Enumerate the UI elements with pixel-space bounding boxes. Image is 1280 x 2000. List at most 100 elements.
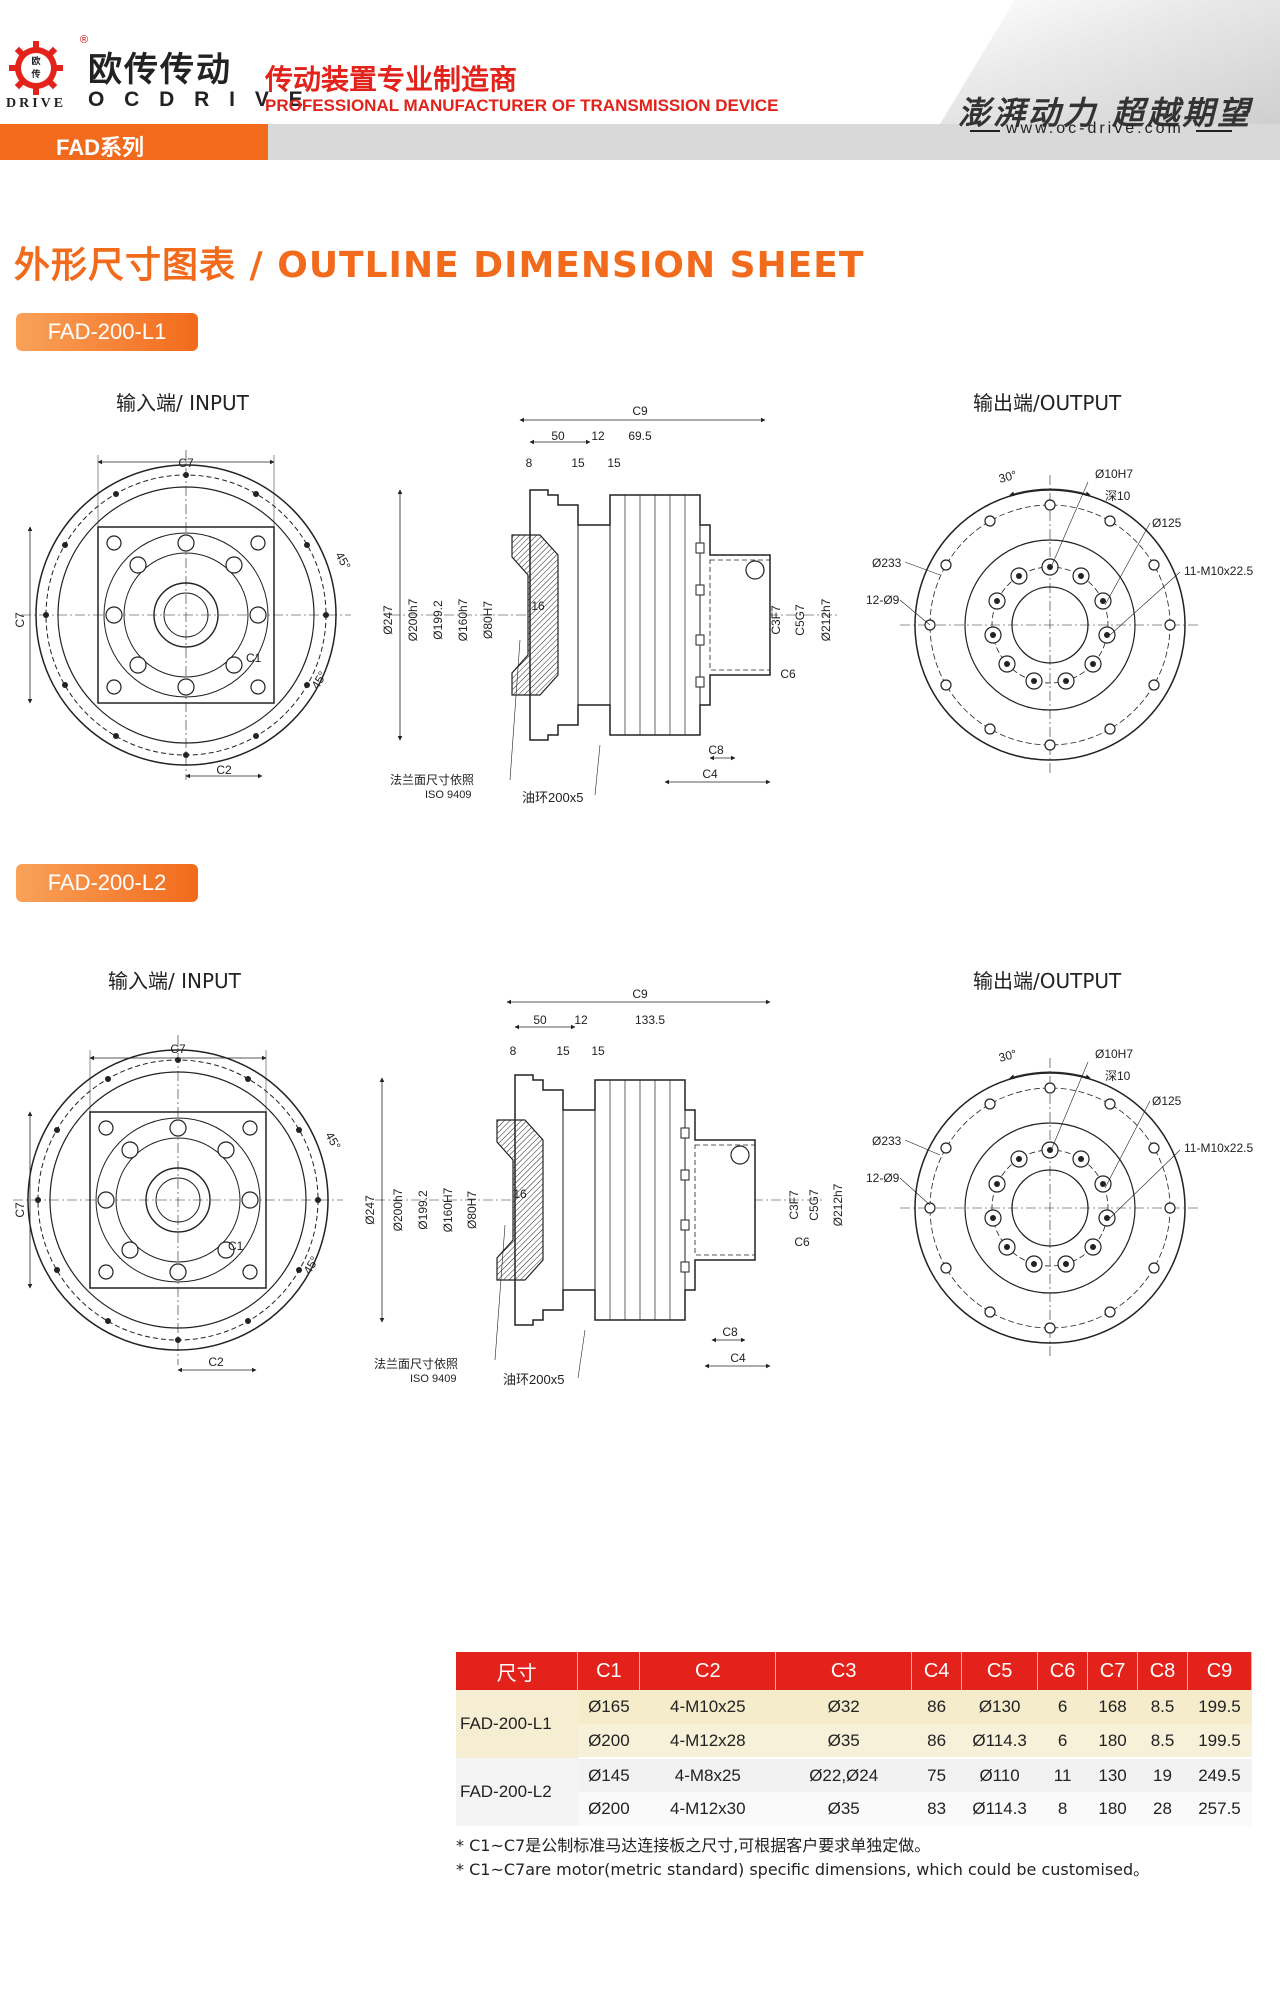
dim-247: Ø247 xyxy=(363,1195,377,1225)
angle-45-b: 45° xyxy=(300,1254,321,1277)
dim-c1: C1 xyxy=(246,651,262,665)
table-header-cell: C3 xyxy=(775,1652,913,1690)
dim-15-b: 15 xyxy=(607,456,621,470)
dim-c8: C8 xyxy=(708,743,724,757)
out-d125: Ø125 xyxy=(1152,1094,1182,1108)
out-d10: Ø10H7 xyxy=(1095,467,1133,481)
table-cell: Ø35 xyxy=(775,1724,912,1759)
angle-45-b: 45° xyxy=(308,669,329,692)
input-drawing-l2: C7 C7 C2 C1 45° 45° xyxy=(12,1034,344,1373)
dim-c6: C6 xyxy=(794,1235,810,1249)
table-header-cell: C5 xyxy=(961,1652,1039,1690)
table-cell: 4-M10x25 xyxy=(639,1690,776,1724)
table-cell: 4-M8x25 xyxy=(639,1758,776,1792)
registered-icon: ® xyxy=(80,34,89,46)
logo-glyph-1: 欧 xyxy=(31,55,40,66)
table-header-cell: C1 xyxy=(577,1652,641,1690)
website: www.oc-drive.com xyxy=(1006,120,1184,137)
table-row: Ø200 4-M12x28 Ø35 86 Ø114.3 6 180 8.5 19… xyxy=(456,1724,1252,1759)
table-cell: 180 xyxy=(1087,1792,1138,1826)
dim-c4: C4 xyxy=(702,767,718,781)
dim-80: Ø80H7 xyxy=(481,601,495,639)
dim-c2: C2 xyxy=(208,1355,224,1369)
output-drawing-l2: 30° Ø10H7 深10 Ø125 Ø233 11-M10x22.5 12-Ø… xyxy=(866,1047,1253,1358)
dim-16: 16 xyxy=(531,599,545,613)
brand-drive: DRIVE xyxy=(6,96,67,111)
tagline-cn: 传动装置专业制造商 xyxy=(265,63,518,96)
input-label-l2: 输入端/ INPUT xyxy=(108,969,241,993)
out-depth: 深10 xyxy=(1105,1069,1131,1083)
dim-c2: C2 xyxy=(216,763,232,777)
table-cell: 8.5 xyxy=(1137,1690,1188,1724)
model-pill-l2: FAD-200-L2 xyxy=(16,864,198,902)
table-cell: Ø32 xyxy=(775,1690,912,1724)
website-rule-left xyxy=(970,130,1000,132)
flange-note: 法兰面尺寸依照 xyxy=(374,1356,458,1371)
dimension-table: 尺寸 C1 C2 C3 C4 C5 C6 C7 C8 C9 FAD-200-L1… xyxy=(456,1652,1252,1826)
out-m10: 11-M10x22.5 xyxy=(1184,564,1253,578)
oil-ring-note: 油环200x5 xyxy=(522,790,583,805)
table-cell: 11 xyxy=(1037,1758,1088,1792)
table-cell: 75 xyxy=(911,1758,962,1792)
technical-drawings: C7 C7 C2 C1 45° 45° C9 50 12 69.5 8 15 1… xyxy=(12,404,1253,1387)
table-cell: 83 xyxy=(911,1792,962,1826)
table-cell: 4-M12x28 xyxy=(639,1724,776,1759)
table-cell: 257.5 xyxy=(1187,1792,1252,1826)
out-d125: Ø125 xyxy=(1152,516,1182,530)
sheet-title: 外形尺寸图表 / OUTLINE DIMENSION SHEET xyxy=(14,245,865,286)
out-d233: Ø233 xyxy=(872,1134,902,1148)
table-cell: 4-M12x30 xyxy=(639,1792,776,1826)
table-header-cell: C9 xyxy=(1187,1652,1252,1690)
note-cn: * C1~C7是公制标准马达连接板之尺寸,可根据客户要求单独定做。 xyxy=(456,1836,931,1855)
page-header: FAD系列 欧 传 ® 欧传传动 O C D R I V E DRIVE 传动装… xyxy=(0,0,1280,160)
dim-c7-h: C7 xyxy=(170,1042,186,1056)
output-label-l2: 输出端/OUTPUT xyxy=(973,969,1122,993)
dim-199-2: Ø199.2 xyxy=(416,1190,430,1230)
iso-note: ISO 9409 xyxy=(410,1373,456,1385)
dim-c9: C9 xyxy=(632,404,648,418)
dim-212: Ø212h7 xyxy=(831,1183,845,1226)
table-cell: Ø200 xyxy=(577,1792,640,1826)
dim-247: Ø247 xyxy=(381,605,395,635)
table-cell: Ø145 xyxy=(577,1758,640,1792)
dim-160: Ø160h7 xyxy=(456,598,470,641)
table-cell: 86 xyxy=(911,1724,962,1759)
dim-15-a: 15 xyxy=(571,456,585,470)
tagline-en: PROFESSIONAL MANUFACTURER OF TRANSMISSIO… xyxy=(265,96,779,115)
table-cell: 86 xyxy=(911,1690,962,1724)
dim-212: Ø212h7 xyxy=(819,598,833,641)
table-cell: Ø130 xyxy=(961,1690,1038,1724)
dim-200: Ø200h7 xyxy=(391,1188,405,1231)
dim-200: Ø200h7 xyxy=(406,598,420,641)
dim-133-5: 133.5 xyxy=(635,1013,665,1027)
dim-c7-v: C7 xyxy=(13,612,27,628)
dim-c9: C9 xyxy=(632,987,648,1001)
brand-en: O C D R I V E xyxy=(88,88,310,111)
dim-c3: C3F7 xyxy=(787,1190,801,1220)
series-tab: FAD系列 xyxy=(0,124,268,160)
table-header-cell: C2 xyxy=(639,1652,777,1690)
dim-c3: C3F7 xyxy=(769,605,783,635)
table-cell: Ø200 xyxy=(577,1724,640,1759)
header-gray-band xyxy=(265,124,1280,160)
dim-16: 16 xyxy=(513,1187,527,1201)
series-label: FAD系列 xyxy=(56,135,145,160)
dim-c4: C4 xyxy=(730,1351,746,1365)
table-cell: 8.5 xyxy=(1137,1724,1188,1759)
table-header-cell: C4 xyxy=(911,1652,963,1690)
dim-80: Ø80H7 xyxy=(465,1191,479,1229)
slogan: 澎湃动力 超越期望 xyxy=(958,94,1253,132)
table-model-cell: FAD-200-L2 xyxy=(456,1758,578,1826)
table-cell: Ø110 xyxy=(961,1758,1038,1792)
dim-160: Ø160H7 xyxy=(441,1187,455,1232)
dim-c7-h: C7 xyxy=(178,456,194,470)
dim-c1: C1 xyxy=(228,1239,244,1253)
iso-note: ISO 9409 xyxy=(425,789,471,801)
dim-12: 12 xyxy=(574,1013,588,1027)
table-cell: Ø35 xyxy=(775,1792,912,1826)
website-rule-right xyxy=(1196,130,1232,132)
out-angle: 30° xyxy=(997,468,1018,486)
table-header-cell: C6 xyxy=(1037,1652,1089,1690)
dim-50: 50 xyxy=(533,1013,547,1027)
table-row: FAD-200-L1 Ø165 4-M10x25 Ø32 86 Ø130 6 1… xyxy=(456,1690,1252,1758)
